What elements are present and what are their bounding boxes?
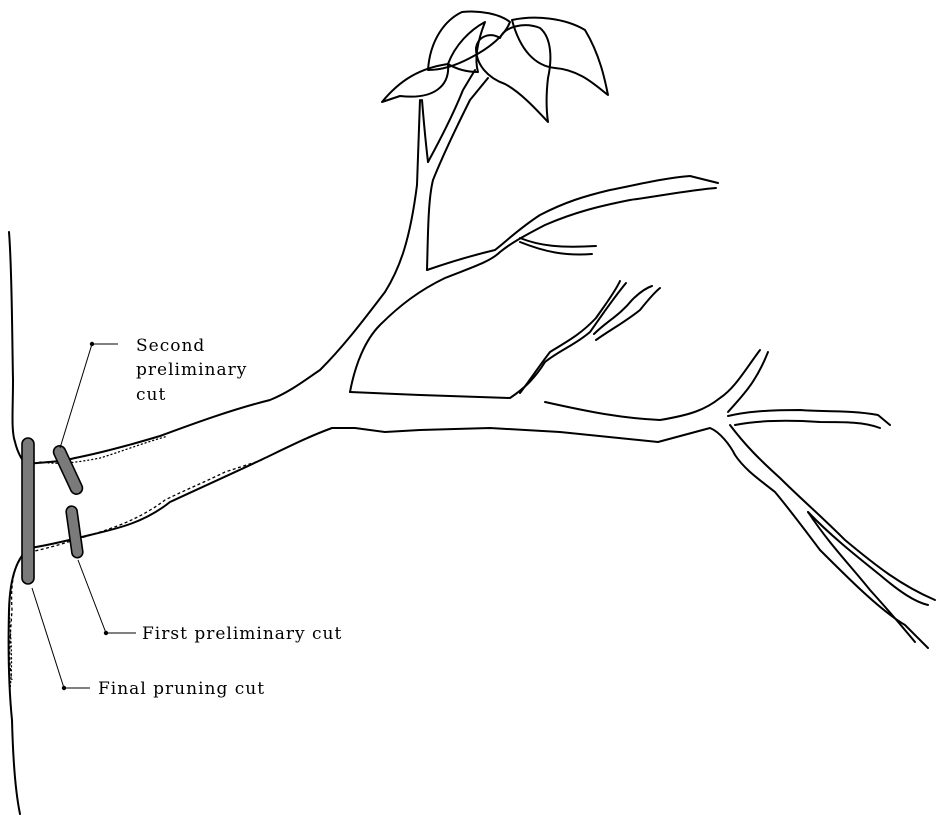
right-twig-b (735, 421, 880, 428)
middle-twig (596, 288, 660, 340)
final-cut-leader-dot (62, 686, 66, 690)
first-preliminary-cut-label: First preliminary cut (142, 624, 342, 644)
second-preliminary-cut-label-line3: cut (136, 385, 166, 405)
first-cut-leader (78, 560, 136, 633)
first-preliminary-cut-mark (65, 505, 83, 558)
final-pruning-cut-label: Final pruning cut (98, 679, 265, 699)
middle-branch (350, 283, 626, 398)
twig-top-lower (520, 242, 592, 255)
shoot-upper-inner (428, 70, 475, 162)
lower-fork (730, 425, 935, 600)
final-pruning-cut-mark (22, 438, 34, 584)
second-preliminary-cut-mark (52, 444, 85, 496)
limb-upper-edge (26, 100, 420, 464)
lower-fork-c (808, 512, 915, 642)
final-cut-leader (32, 588, 90, 688)
first-cut-leader-dot (104, 631, 108, 635)
shoot-upper (427, 78, 488, 270)
tree-trunk (9, 232, 26, 464)
right-branch-b (728, 352, 768, 412)
limb-lower-edge (30, 428, 928, 648)
bark-ridge-trunk-b (10, 556, 23, 690)
leaf-front (476, 25, 550, 122)
leaf-back (428, 11, 510, 70)
right-branch (545, 350, 760, 420)
second-cut-leader (60, 344, 118, 448)
second-preliminary-cut-label-line2: preliminary (136, 360, 247, 380)
second-preliminary-cut-label-line1: Second (136, 336, 205, 356)
second-cut-leader-dot (90, 342, 94, 346)
side-branch-top (427, 176, 718, 270)
shoot-upper-side (422, 100, 428, 162)
leaf-right (512, 18, 608, 95)
